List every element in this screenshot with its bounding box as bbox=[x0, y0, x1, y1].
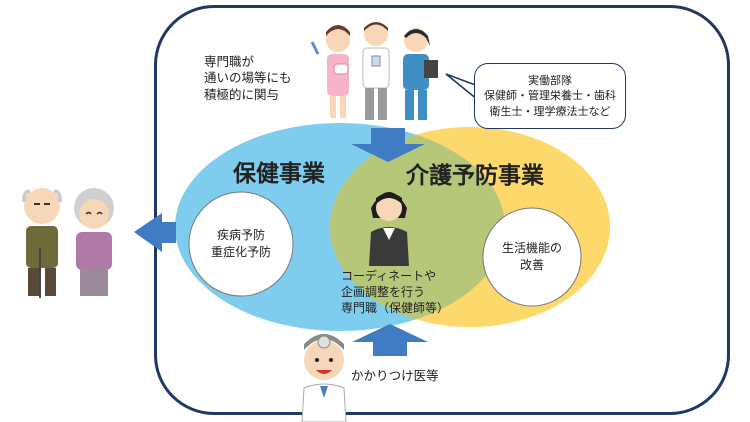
dental-hygienist-icon bbox=[310, 25, 350, 118]
specialists-illustration bbox=[310, 22, 438, 120]
workforce-bubble: 実働部隊 保健師・管理栄養士・歯科 衛生士・理学療法士など bbox=[474, 63, 626, 129]
public-health-nurse-icon bbox=[369, 192, 409, 266]
bubble-line: 衛生士・理学療法士など bbox=[489, 104, 611, 118]
coordinator-line: 企画調整を行う bbox=[341, 285, 426, 300]
coordinator-illustration bbox=[369, 192, 409, 266]
health-items: 疾病予防 重症化予防 bbox=[189, 192, 293, 296]
specialists-note: 専門職が 通いの場等にも 積極的に関与 bbox=[204, 54, 292, 103]
specialists-note-line: 積極的に関与 bbox=[204, 86, 280, 102]
specialists-note-line: 専門職が bbox=[204, 54, 255, 69]
nutritionist-icon bbox=[362, 22, 390, 120]
doctor-illustration bbox=[301, 334, 347, 422]
overlap-region bbox=[330, 127, 505, 327]
coordinator-line: 専門職（保健師等） bbox=[341, 301, 450, 316]
care-item: 改善 bbox=[519, 258, 544, 272]
care-items-circle bbox=[482, 207, 582, 307]
elderly-woman-icon bbox=[74, 188, 114, 296]
specialists-note-line: 通いの場等にも bbox=[204, 70, 292, 86]
coordinator-line: コーディネートや bbox=[341, 269, 437, 283]
health-item: 疾病予防 bbox=[216, 228, 265, 243]
bubble-line: 保健師・管理栄養士・歯科 bbox=[484, 89, 616, 103]
therapist-icon bbox=[403, 28, 438, 120]
elderly-man-icon bbox=[22, 188, 62, 298]
care-items: 生活機能の 改善 bbox=[483, 208, 581, 306]
health-item: 重症化予防 bbox=[210, 245, 271, 259]
up-arrow bbox=[352, 324, 428, 356]
health-project-title: 保健事業 bbox=[233, 161, 325, 187]
care-item: 生活機能の bbox=[501, 241, 562, 256]
coordinator-text: コーディネートや 企画調整を行う 専門職（保健師等） bbox=[341, 268, 449, 317]
left-arrow bbox=[134, 213, 176, 252]
doctor-icon bbox=[301, 334, 347, 422]
elderly-couple-illustration bbox=[22, 188, 114, 298]
care-prevention-title: 介護予防事業 bbox=[406, 163, 544, 189]
health-items-circle bbox=[188, 191, 294, 297]
down-arrow bbox=[351, 128, 425, 162]
bubble-line: 実働部隊 bbox=[528, 73, 572, 87]
family-doctor-label: かかりつけ医等 bbox=[351, 368, 439, 383]
